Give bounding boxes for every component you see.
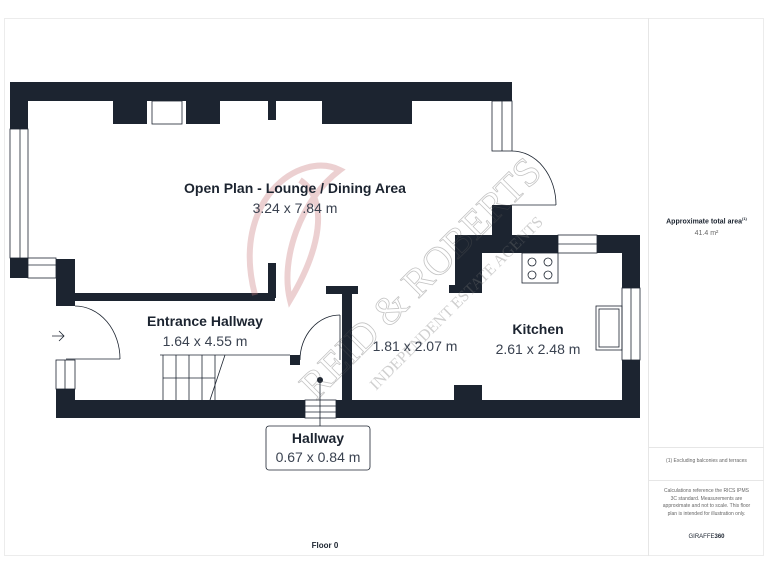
- room-dimensions: 0.67 x 0.84 m: [275, 449, 361, 465]
- room-name: Entrance Hallway: [147, 313, 263, 329]
- room-lounge-dining: Open Plan - Lounge / Dining Area 3.24 x …: [100, 180, 490, 216]
- room-dimensions: 1.81 x 2.07 m: [372, 338, 458, 354]
- divider: [649, 447, 764, 448]
- room-kitchen: Kitchen 2.61 x 2.48 m: [478, 321, 598, 357]
- divider: [649, 480, 764, 481]
- disclaimer: Calculations reference the RICS IPMS 3C …: [662, 488, 751, 517]
- area-title-text: Approximate total area: [666, 218, 742, 226]
- room-hallway: Hallway 0.67 x 0.84 m: [266, 430, 370, 465]
- fixtures: [9, 100, 641, 426]
- area-title: Approximate total area(1): [649, 216, 764, 225]
- floor-plan: REID & ROBERTS INDEPENDENT ESTATE AGENTS: [9, 82, 641, 471]
- room-dimensions: 2.61 x 2.48 m: [495, 341, 581, 357]
- floor-label: Floor 0: [311, 541, 339, 550]
- room-name: Open Plan - Lounge / Dining Area: [184, 180, 406, 196]
- area-footnote-mark: (1): [741, 216, 747, 221]
- room-unnamed: 1.81 x 2.07 m: [360, 338, 470, 354]
- room-dimensions: 3.24 x 7.84 m: [252, 200, 338, 216]
- hallway-label-box: [265, 425, 371, 471]
- page-frame: [4, 18, 764, 556]
- room-dimensions: 1.64 x 4.55 m: [162, 333, 248, 349]
- footnote: (1) Excluding balconies and terraces: [666, 458, 747, 464]
- area-value: 41.4 m²: [694, 230, 719, 237]
- info-sidebar: Approximate total area(1) 41.4 m² (1) Ex…: [648, 18, 764, 556]
- brand-name: GIRAFFE: [688, 534, 715, 540]
- brand-number: 360: [714, 534, 725, 540]
- walls: [10, 82, 640, 418]
- room-name: Kitchen: [512, 321, 564, 337]
- room-entrance-hallway: Entrance Hallway 1.64 x 4.55 m: [120, 313, 290, 349]
- room-name: Hallway: [291, 430, 345, 446]
- brand-logo: GIRAFFE360: [649, 534, 764, 540]
